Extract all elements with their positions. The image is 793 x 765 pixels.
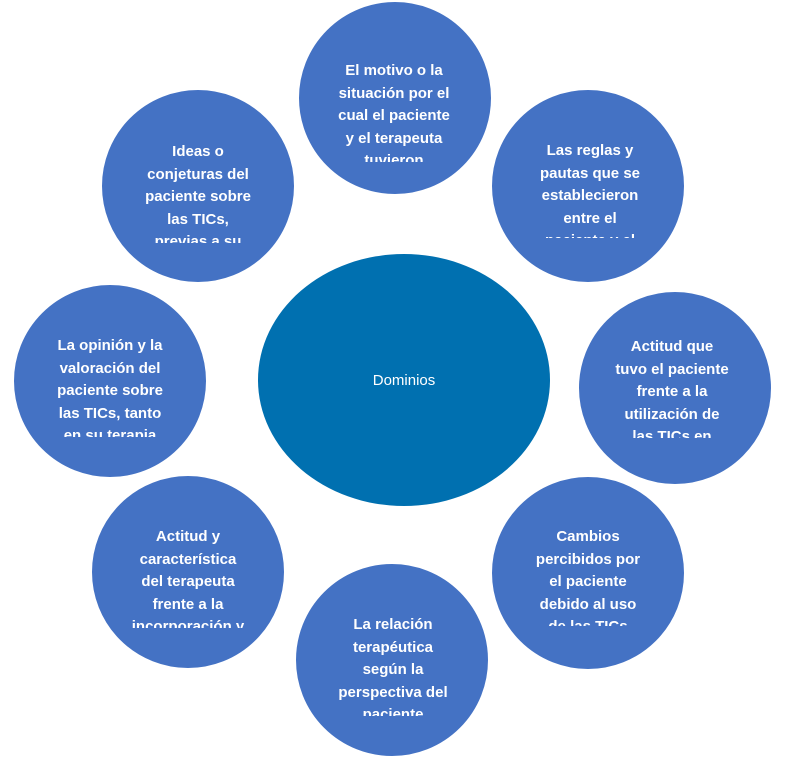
- center-circle: Dominios: [256, 252, 552, 508]
- domain-circle-changes: [490, 475, 686, 671]
- domain-label-opinion-clip: La opinión y la valoración del paciente …: [52, 335, 168, 437]
- domain-label-therapist-attitude-clip: Actitud y característica del terapeuta f…: [130, 526, 246, 628]
- domain-circle-relationship: [294, 562, 490, 758]
- domain-label-ideas-clip: Ideas o conjeturas del paciente sobre la…: [140, 141, 256, 243]
- domain-label-therapist-attitude: Actitud y característica del terapeuta f…: [131, 528, 245, 628]
- domain-label-relationship: La relación terapéutica según la perspec…: [338, 616, 448, 716]
- domain-circle-rules: [490, 88, 686, 284]
- domain-label-ideas: Ideas o conjeturas del paciente sobre la…: [145, 143, 251, 243]
- domain-circle-therapist-attitude: [90, 474, 286, 670]
- domain-label-reason-clip: El motivo o la situación por el cual el …: [336, 60, 452, 162]
- domain-circle-ideas: [100, 88, 296, 284]
- domain-label-rules-clip: Las reglas y pautas que se establecieron…: [532, 140, 648, 238]
- center-label: Dominios: [372, 371, 436, 389]
- domain-label-changes: Cambios percibidos por el paciente debid…: [535, 528, 641, 626]
- domain-circle-patient-attitude: [577, 290, 773, 486]
- domain-label-reason: El motivo o la situación por el cual el …: [338, 62, 450, 162]
- domain-circle-reason: [297, 0, 493, 196]
- domain-circle-opinion: [12, 283, 208, 479]
- domain-label-patient-attitude: Actitud que tuvo el paciente frente a la…: [615, 338, 729, 438]
- domain-label-opinion: La opinión y la valoración del paciente …: [57, 337, 163, 437]
- domain-label-changes-clip: Cambios percibidos por el paciente debid…: [530, 526, 646, 626]
- domain-label-rules: Las reglas y pautas que se establecieron…: [539, 142, 641, 238]
- domain-label-relationship-clip: La relación terapéutica según la perspec…: [335, 614, 451, 716]
- domain-label-patient-attitude-clip: Actitud que tuvo el paciente frente a la…: [614, 336, 730, 438]
